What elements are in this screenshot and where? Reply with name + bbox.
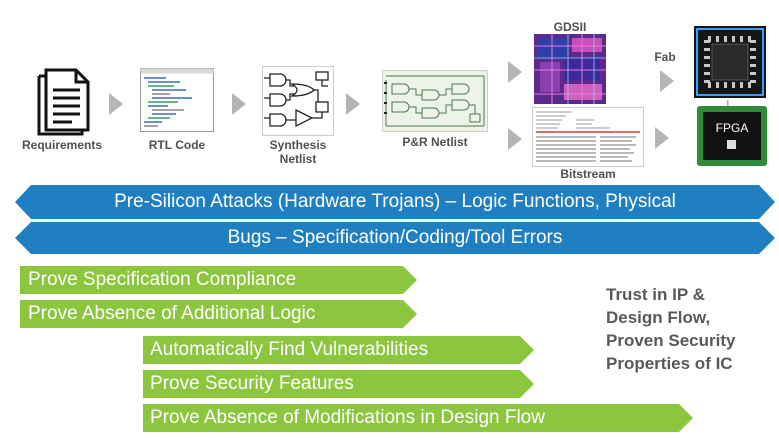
fpga-chip: FPGA [703,112,761,160]
pre-silicon-attacks-banner-shape [15,185,775,219]
bitstream-report-icon [532,107,644,167]
pr-netlist-schematic-icon [382,70,488,132]
green-arrow-4-shape [143,370,534,398]
flow-arrow-to-fab [660,70,674,92]
trust-summary-line-3: Proven Security [606,331,736,350]
gdsii-layout-icon [534,34,606,104]
green-arrow-5-shape [143,404,693,432]
flow-arrow-to-fpga [655,127,669,149]
prove-security-features: Prove Security Features [150,373,354,394]
trust-summary-line-2: Design Flow, [606,308,711,327]
prove-absence-of-modifications: Prove Absence of Modifications in Design… [150,407,545,428]
flow-arrow-1 [109,93,123,115]
green-arrow-2-shape [20,300,417,328]
fabricated-chip-icon [694,26,766,98]
green-arrow-1-shape [20,266,417,294]
rtl-code-label: RTL Code [148,138,206,152]
bugs-banner: Bugs – Specification/Coding/Tool Errors [15,223,775,253]
synthesis-netlist-label-line2: Netlist [279,152,317,166]
flow-arrow-2 [232,93,246,115]
prove-specification-compliance: Prove Specification Compliance [28,269,297,290]
flow-arrow-3 [346,93,360,115]
pr-netlist-label: P&R Netlist [402,135,468,149]
automatically-find-vulnerabilities: Automatically Find Vulnerabilities [150,339,429,360]
synthesis-netlist-label: Synthesis Netlist [250,138,346,166]
trust-summary-line-1: Trust in IP & [606,285,705,304]
requirements-label: Requirements [21,138,103,152]
down-arrow-icon: ↓ [724,96,732,113]
flow-arrow-to-gdsii [508,61,522,83]
prove-absence-of-additional-logic: Prove Absence of Additional Logic [28,303,316,324]
flow-arrow-to-bitstream [508,128,522,150]
requirements-document-icon [37,68,90,136]
trust-summary-line-4: Properties of IC [606,354,733,373]
rtl-code-icon [140,68,214,132]
bugs-text: Bugs – Specification/Coding/Tool Errors [227,227,563,248]
bitstream-label: Bitstream [560,167,616,181]
green-arrow-3-shape [143,336,534,364]
trust-summary-text: Trust in IP & Design Flow, Proven Securi… [606,283,778,375]
fab-label: Fab [654,50,676,64]
fpga-die-square [727,140,736,149]
fpga-label: FPGA [715,121,749,135]
bugs-banner-shape [15,222,775,254]
pre-silicon-attacks-text: Pre-Silicon Attacks (Hardware Trojans) –… [114,191,676,212]
gdsii-label: GDSII [553,20,587,34]
synthesis-netlist-schematic-icon [262,66,334,136]
synthesis-netlist-label-line1: Synthesis [269,138,327,152]
pre-silicon-attacks-banner: Pre-Silicon Attacks (Hardware Trojans) –… [15,187,775,217]
fpga-board: FPGA [697,106,767,166]
